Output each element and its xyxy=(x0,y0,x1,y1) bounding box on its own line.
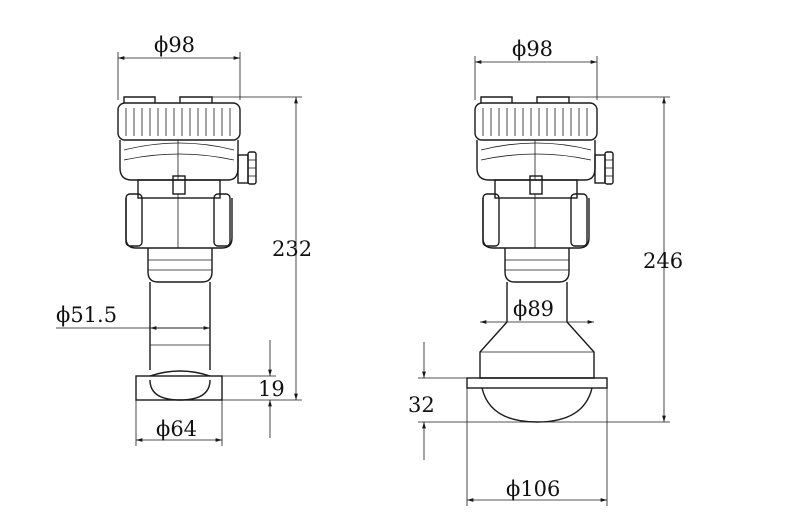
left-lower-body xyxy=(125,179,233,249)
right-neck xyxy=(504,248,570,322)
left-cable-gland xyxy=(237,151,257,185)
left-neck xyxy=(147,248,213,283)
right-flange-height-label: 32 xyxy=(408,393,435,417)
right-housing-cap xyxy=(474,96,598,141)
left-flange xyxy=(135,370,223,401)
left-flange-diameter-label: ϕ64 xyxy=(156,417,197,441)
right-horn xyxy=(479,321,595,379)
right-lower-body xyxy=(482,179,590,249)
right-flange-diameter-label: ϕ106 xyxy=(506,477,560,501)
right-device xyxy=(466,96,614,423)
left-stem-diameter-label: ϕ51.5 xyxy=(56,303,117,327)
left-dimension-lines xyxy=(56,52,302,446)
left-flange-height-label: 19 xyxy=(258,377,285,401)
left-labels: ϕ98 232 ϕ51.5 19 ϕ64 xyxy=(56,33,312,441)
right-horn-diameter-label: ϕ89 xyxy=(513,297,554,321)
left-housing-cap xyxy=(117,96,241,141)
right-height-label: 246 xyxy=(643,249,683,273)
right-dimension-lines xyxy=(418,56,670,506)
right-cable-gland xyxy=(594,151,614,185)
left-head-diameter-label: ϕ98 xyxy=(154,33,195,57)
right-flange xyxy=(466,377,608,423)
left-height-label: 232 xyxy=(272,237,312,261)
right-head-diameter-label: ϕ98 xyxy=(512,37,553,61)
right-labels: ϕ98 246 ϕ89 32 ϕ106 xyxy=(408,37,683,501)
left-device xyxy=(117,96,257,401)
left-stem xyxy=(149,282,211,370)
